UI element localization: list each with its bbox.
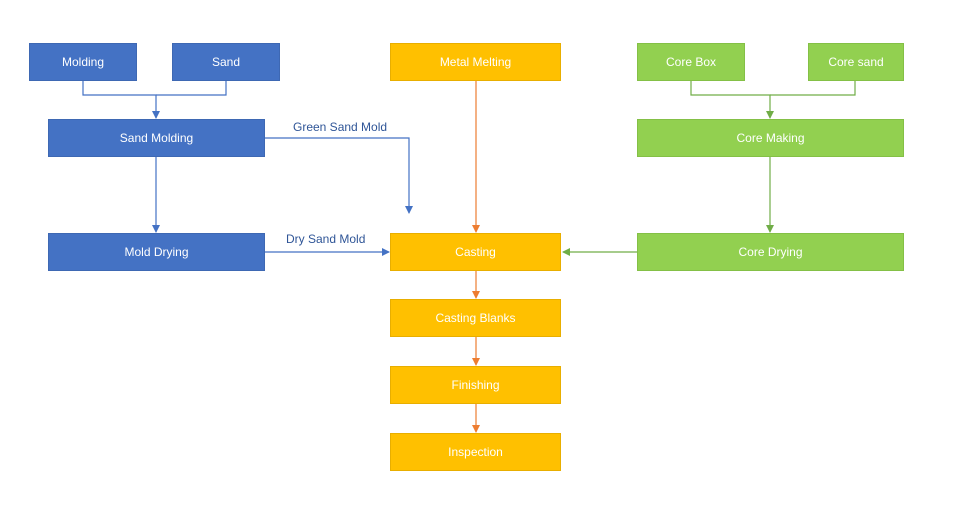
- node-core-drying: Core Drying: [637, 233, 904, 271]
- edge-label-dry-sand-mold: Dry Sand Mold: [286, 232, 366, 246]
- node-metal-melting: Metal Melting: [390, 43, 561, 81]
- edge-core-sand-to-core-making: [770, 81, 856, 96]
- node-core-sand: Core sand: [808, 43, 904, 81]
- node-inspection: Inspection: [390, 433, 561, 471]
- edge-sand-to-sand-molding: [156, 81, 227, 96]
- edge-core-box-to-core-making: [690, 81, 774, 119]
- edge-green-sand-mold: [265, 137, 413, 214]
- node-finishing: Finishing: [390, 366, 561, 404]
- node-core-making: Core Making: [637, 119, 904, 157]
- node-molding: Molding: [29, 43, 137, 81]
- node-mold-drying: Mold Drying: [48, 233, 265, 271]
- node-casting: Casting: [390, 233, 561, 271]
- node-sand-molding: Sand Molding: [48, 119, 265, 157]
- edge-label-green-sand-mold: Green Sand Mold: [293, 120, 388, 134]
- node-core-box: Core Box: [637, 43, 745, 81]
- node-sand: Sand: [172, 43, 280, 81]
- edge-molding-to-sand-molding: [82, 81, 160, 119]
- node-casting-blanks: Casting Blanks: [390, 299, 561, 337]
